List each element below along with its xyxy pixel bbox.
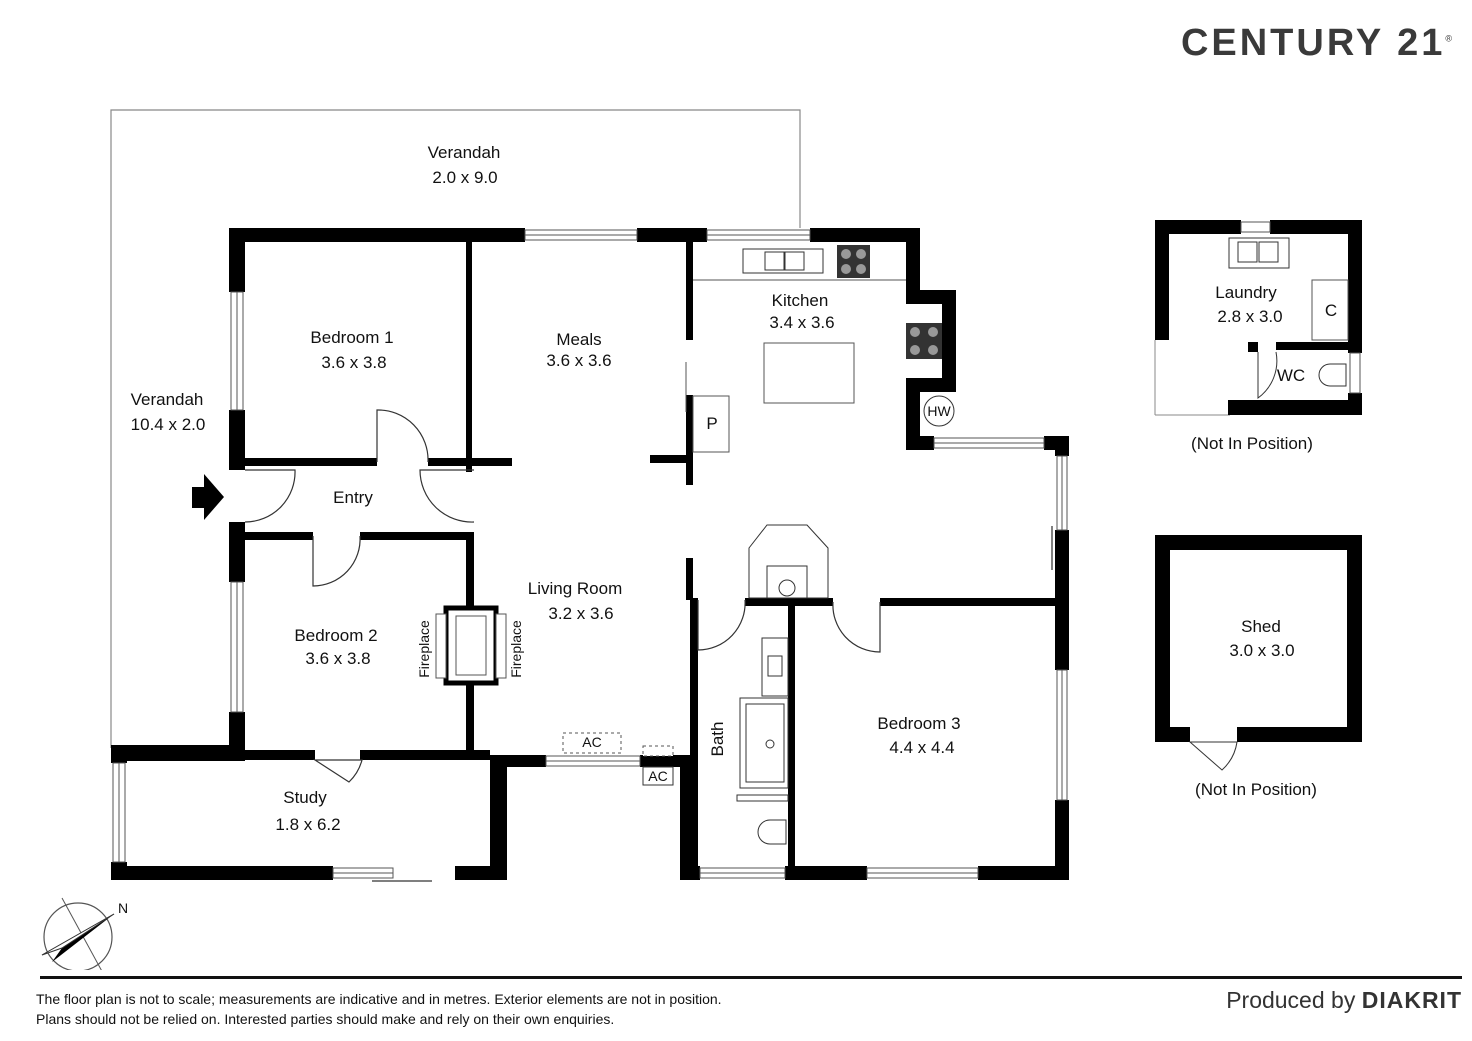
- ac-outdoor-unit: [642, 766, 674, 786]
- not-in-position-note: (Not In Position): [1195, 780, 1317, 799]
- entry-arrow-icon: [192, 474, 224, 520]
- ac-label: AC: [648, 768, 667, 784]
- wood-heater: [748, 524, 829, 599]
- fireplace-label: Fireplace: [508, 620, 524, 678]
- kitchen-island: [763, 342, 855, 404]
- room-dims: 3.6 x 3.8: [321, 353, 386, 372]
- north-label: N: [118, 900, 128, 916]
- room-dims: 2.0 x 9.0: [432, 168, 497, 187]
- doors: [244, 409, 881, 783]
- room-name: Bedroom 2: [294, 626, 377, 645]
- room-dims: 2.8 x 3.0: [1217, 307, 1282, 326]
- room-name: Kitchen: [772, 291, 829, 310]
- room-name: Bath: [708, 722, 727, 757]
- ac-label: AC: [582, 734, 601, 750]
- north-compass-icon: N: [41, 897, 128, 970]
- room-name: Entry: [333, 488, 373, 507]
- hot-water-label: HW: [927, 403, 951, 419]
- fireplaces: [435, 605, 507, 686]
- verandah-outline: [110, 109, 801, 748]
- room-name: Bedroom 3: [877, 714, 960, 733]
- room-dims: 3.4 x 3.6: [769, 313, 834, 332]
- diakrit-logo: DIAKRIT: [1361, 987, 1462, 1013]
- kitchen-fixtures: [685, 245, 955, 453]
- fireplace-label: Fireplace: [416, 620, 432, 678]
- room-dims: 10.4 x 2.0: [131, 415, 206, 434]
- walls: [111, 228, 1069, 880]
- ac-units: [562, 732, 674, 757]
- room-name: Meals: [556, 330, 601, 349]
- hot-water: [923, 395, 955, 427]
- wc-label: WC: [1277, 366, 1305, 385]
- producer-credit: Produced by DIAKRIT: [1226, 987, 1462, 1013]
- room-dims: 3.0 x 3.0: [1229, 641, 1294, 660]
- floor-plan: N Verandah 2.0 x 9.0 Verandah 10.4 x 2.0…: [41, 109, 1362, 970]
- laundry-building: [1154, 220, 1362, 416]
- room-name: Shed: [1241, 617, 1281, 636]
- century21-logo: CENTURY 21®: [1180, 22, 1452, 64]
- cupboard-label: C: [1325, 301, 1337, 320]
- pantry-label: P: [706, 414, 717, 433]
- bath-fixtures: [736, 637, 789, 845]
- room-name: Study: [283, 788, 327, 807]
- room-dims: 4.4 x 4.4: [889, 738, 954, 757]
- not-in-position-note: (Not In Position): [1191, 434, 1313, 453]
- disclaimer: The floor plan is not to scale; measurem…: [36, 991, 722, 1027]
- room-name: Bedroom 1: [310, 328, 393, 347]
- room-dims: 3.6 x 3.6: [546, 351, 611, 370]
- room-labels: Verandah 2.0 x 9.0 Verandah 10.4 x 2.0 B…: [131, 143, 1338, 834]
- room-dims: 3.2 x 3.6: [548, 604, 613, 623]
- room-name: Verandah: [428, 143, 501, 162]
- room-name: Laundry: [1215, 283, 1277, 302]
- room-name: Verandah: [131, 390, 204, 409]
- room-dims: 1.8 x 6.2: [275, 815, 340, 834]
- footer-divider: [40, 976, 1462, 979]
- shed-building: [1155, 535, 1362, 771]
- pantry: [692, 395, 730, 453]
- room-name: Living Room: [528, 579, 623, 598]
- windows: [112, 229, 1068, 879]
- room-dims: 3.6 x 3.8: [305, 649, 370, 668]
